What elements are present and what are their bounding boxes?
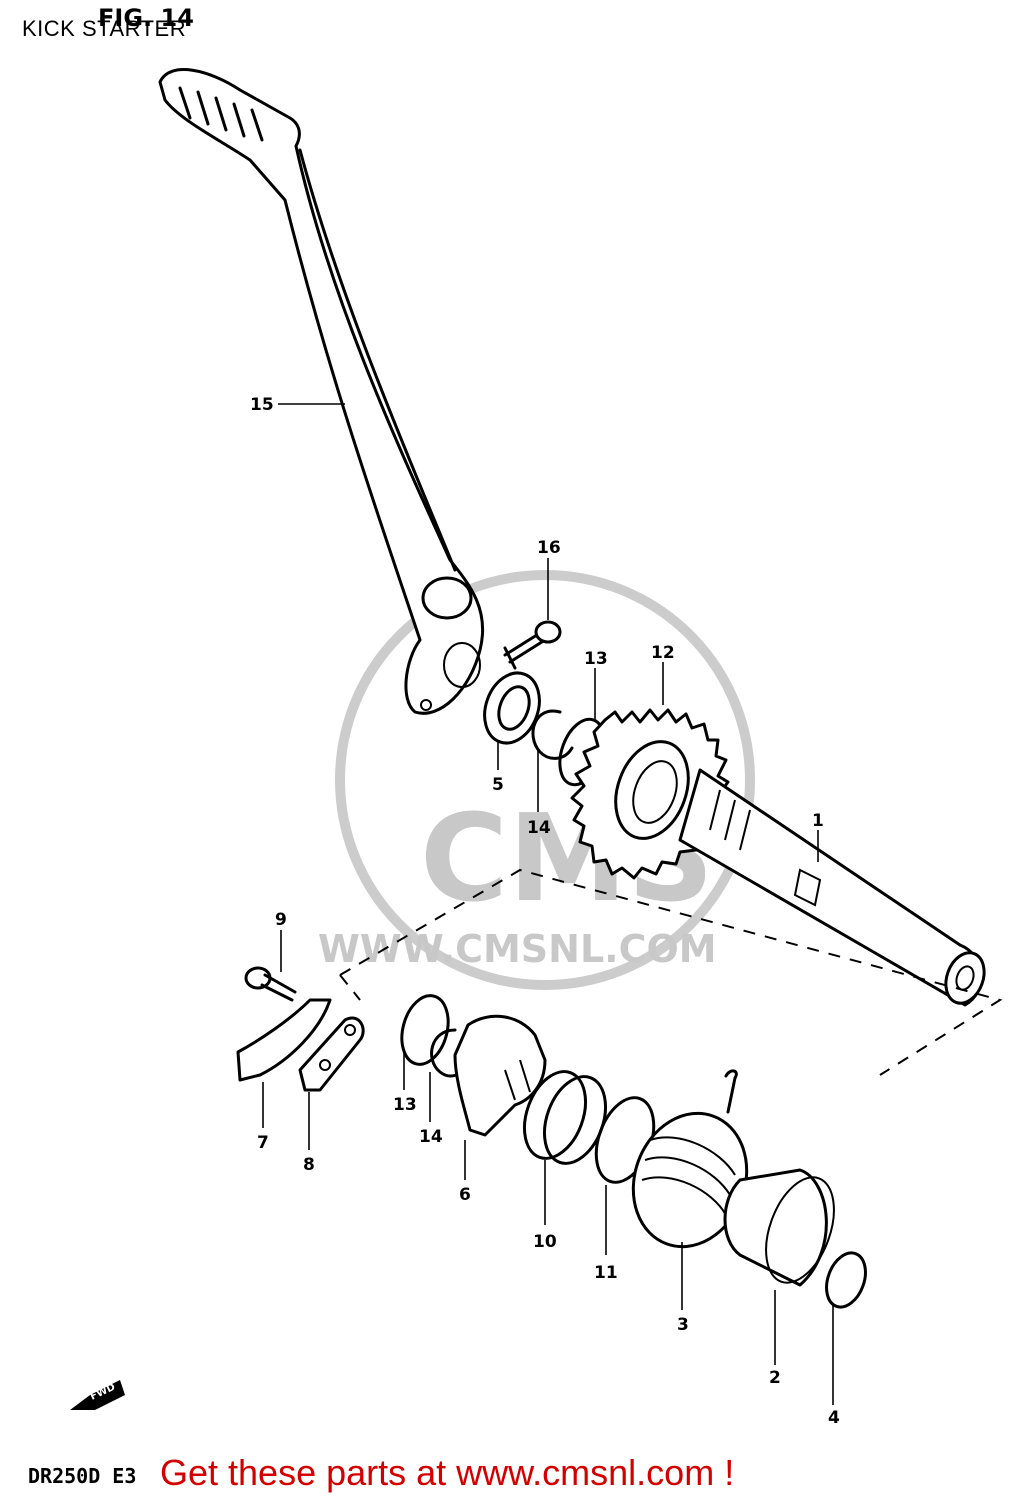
part-label-8: 8 [303, 1155, 315, 1175]
part-label-9: 9 [275, 910, 287, 930]
part-label-10: 10 [533, 1232, 557, 1252]
washer-13-lower [400, 994, 450, 1066]
part-label-12: 12 [651, 643, 675, 663]
torsion-spring-3 [631, 1069, 749, 1249]
watermark-url: WWW.CMSNL.COM [318, 927, 717, 971]
circlip-4 [825, 1251, 867, 1309]
part-labels: 1 2 3 4 5 6 7 8 9 10 11 12 13 13 14 14 1… [250, 395, 840, 1428]
part-label-14-upper: 14 [527, 818, 551, 838]
drive-gear-6 [453, 1014, 547, 1137]
oil-seal-5 [483, 671, 541, 745]
model-code: DR250D E3 [28, 1464, 136, 1488]
part-label-13-lower: 13 [393, 1095, 417, 1115]
part-label-3: 3 [677, 1315, 689, 1335]
page-title: KICK STARTER [22, 16, 187, 41]
guide-7 [236, 998, 332, 1082]
bolt-9 [244, 966, 297, 1002]
fwd-arrow: FWD [70, 1380, 125, 1410]
circlip-14-upper [531, 709, 574, 760]
part-label-11: 11 [594, 1263, 618, 1283]
guide-sleeve-2 [723, 1168, 835, 1287]
part-label-7: 7 [257, 1133, 269, 1153]
assembly-bracket [339, 868, 1003, 1076]
part-label-4: 4 [828, 1408, 840, 1428]
part-label-15: 15 [250, 395, 274, 415]
callout-leaders [262, 403, 834, 1405]
part-label-6: 6 [459, 1185, 471, 1205]
plate-8 [298, 1016, 365, 1092]
figure-label: FIG. 14 [98, 4, 194, 32]
bolt-16 [503, 620, 562, 670]
part-label-16: 16 [537, 538, 561, 558]
shaft-1 [678, 768, 986, 1007]
part-label-1: 1 [812, 811, 824, 831]
footer-link[interactable]: Get these parts at www.cmsnl.com ! [160, 1452, 735, 1493]
part-label-14-lower: 14 [419, 1127, 443, 1147]
part-label-5: 5 [492, 775, 504, 795]
part-label-13-upper: 13 [584, 649, 608, 669]
kick-lever [158, 68, 485, 715]
part-label-2: 2 [769, 1368, 781, 1388]
